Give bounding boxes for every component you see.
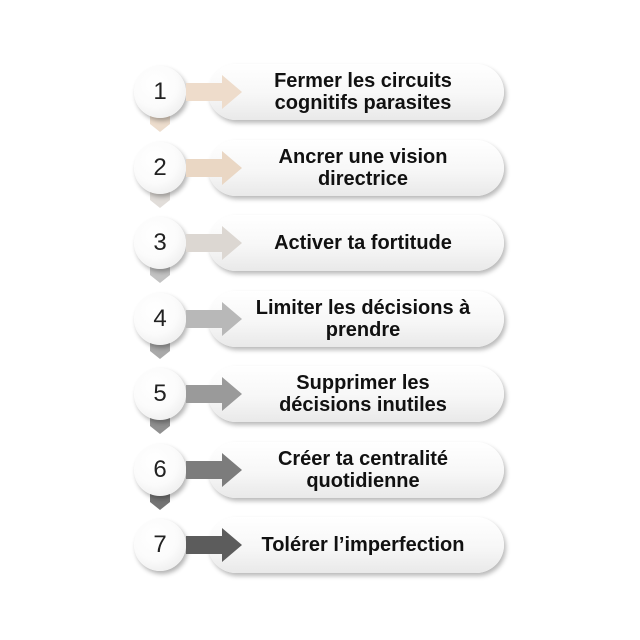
step-1-box: Fermer les circuits cognitifs parasites [208,64,504,120]
step-5-number-circle: 5 [134,368,186,420]
right-arrow-icon [186,452,242,487]
right-arrow-icon [186,528,242,562]
connector-chevron-down-icon [150,491,170,510]
step-2-number-circle: 2 [134,141,186,194]
step-1-number-circle: 1 [134,66,186,118]
step-label: Fermer les circuits cognitifs parasites [274,70,452,114]
step-3-number-circle: 3 [134,217,186,269]
step-number: 1 [153,78,167,105]
connector-chevron-down-icon [150,416,170,434]
step-label: Ancrer une vision directrice [278,145,448,190]
step-4-box: Limiter les décisions à prendre [208,290,504,347]
step-number: 2 [153,153,167,181]
connector-chevron-down-icon [150,114,170,132]
step-6-box: Créer ta centralité quotidienne [208,441,504,498]
step-4-number-circle: 4 [134,292,186,345]
connector-chevron-down-icon [150,189,170,208]
step-number: 6 [153,455,167,483]
step-label: Activer ta fortitude [274,232,452,254]
step-2-box: Ancrer une vision directrice [208,139,504,196]
step-7-box: Tolérer l’imperfection [208,517,504,573]
step-number: 4 [153,304,167,332]
step-label: Créer ta centralité quotidienne [277,447,449,492]
right-arrow-icon [186,226,242,260]
step-label: Limiter les décisions à prendre [255,296,471,341]
step-6-number-circle: 6 [134,443,186,496]
connector-chevron-down-icon [150,265,170,283]
right-arrow-icon [186,150,242,185]
step-label: Supprimer les décisions inutiles [279,372,447,416]
step-number: 3 [153,229,167,256]
step-number: 5 [153,380,167,407]
step-label: Tolérer l’imperfection [261,534,465,556]
right-arrow-icon [186,301,242,336]
step-7-number-circle: 7 [134,519,186,571]
step-3-box: Activer ta fortitude [208,215,504,271]
step-5-box: Supprimer les décisions inutiles [208,366,504,422]
right-arrow-icon [186,75,242,109]
connector-chevron-down-icon [150,340,170,359]
step-number: 7 [153,531,167,558]
right-arrow-icon [186,377,242,411]
